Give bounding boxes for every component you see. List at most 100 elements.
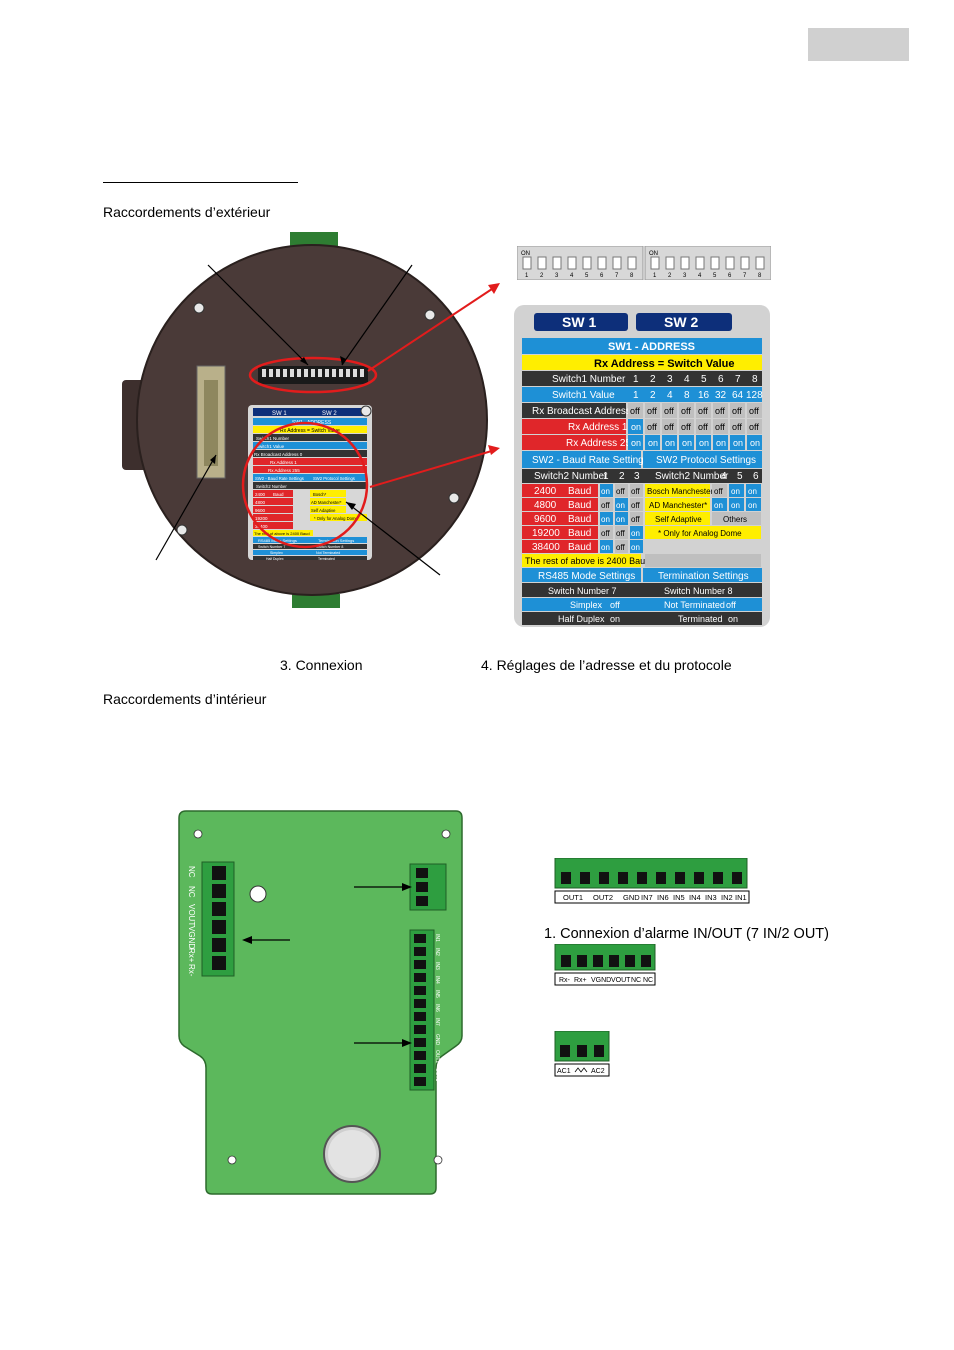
alarm-label-in7: IN7 [641, 893, 653, 902]
svg-text:19200: 19200 [532, 528, 560, 539]
mini-baud-4800: 4800 [255, 500, 266, 505]
dip-highlight-ellipse [248, 356, 378, 394]
svg-text:off: off [631, 501, 641, 510]
table-row-rx255-label: Rx Address 255 [566, 438, 637, 449]
alarm-caption: 1. Connexion d’alarme IN/OUT (7 IN/2 OUT… [544, 926, 829, 942]
screws [176, 302, 460, 536]
svg-text:off: off [631, 487, 641, 496]
pcb-right-label-2: IN2 [434, 948, 440, 956]
video-label-nc1: NC [631, 977, 641, 984]
mini-rest: The rest of above is 2400 Baud [254, 531, 310, 536]
interior-title: Raccordements d’intérieur [103, 691, 267, 707]
mini-switch1-number: Switch1 Number [256, 436, 290, 441]
svg-text:off: off [698, 406, 708, 416]
mini-sw1: SW 1 [272, 411, 287, 417]
svg-text:Bosch Manchester*: Bosch Manchester* [647, 487, 716, 496]
dip-on-label-1: ON [521, 251, 530, 257]
svg-text:3: 3 [667, 374, 673, 385]
dip-num-6: 6 [600, 273, 604, 279]
pcb-left-label-rxminus: Rx- [187, 964, 196, 977]
mini-rx-formula: Rx Address = Switch Value [280, 428, 340, 434]
svg-text:off: off [681, 422, 691, 432]
alarm-label-in4: IN4 [689, 893, 701, 902]
dip-num-7: 7 [615, 273, 619, 279]
dip2-num-8: 8 [758, 273, 762, 279]
svg-text:38400: 38400 [532, 542, 560, 553]
svg-text:on: on [648, 438, 658, 448]
pcb-right-label-5: IN5 [434, 990, 440, 998]
svg-text:on: on [750, 438, 760, 448]
svg-text:1: 1 [603, 471, 609, 482]
table-protocol-title: SW2 Protocol Settings [656, 455, 756, 466]
table-terminated: Terminated [678, 614, 723, 624]
mini-simplex: Simplex [270, 551, 283, 555]
svg-text:on: on [733, 438, 743, 448]
svg-text:on: on [748, 501, 757, 510]
svg-text:16: 16 [698, 390, 710, 401]
mini-baud-rows: 2400 4800 9600 19200 38400 Baud [253, 490, 293, 529]
mini-baud-title: SW2 - Baud Rate Settings [255, 476, 304, 481]
alarm-label-in5: IN5 [673, 893, 685, 902]
svg-text:4800: 4800 [534, 500, 557, 511]
alarm-label-gnd: GND [623, 893, 640, 902]
svg-text:4: 4 [721, 471, 727, 482]
svg-text:8: 8 [684, 390, 690, 401]
svg-text:on: on [699, 438, 709, 448]
ground-icon [574, 1067, 588, 1073]
pcb-right-label-6: IN6 [434, 1004, 440, 1012]
dip-num-4: 4 [570, 273, 574, 279]
svg-text:on: on [682, 438, 692, 448]
svg-text:1: 1 [633, 374, 639, 385]
table-baud-title: SW2 - Baud Rate Settings [532, 455, 649, 466]
pcb-right-label-3: IN3 [434, 962, 440, 970]
table-sw2: SW 2 [664, 314, 698, 330]
alarm-label-in1: IN1 [735, 893, 747, 902]
table-rx-formula: Rx Address = Switch Value [594, 358, 735, 370]
svg-text:off: off [616, 543, 626, 552]
svg-text:Baud: Baud [568, 528, 591, 539]
mini-switch2-number: Switch2 Number [256, 484, 287, 489]
pcb-outline [178, 810, 463, 1195]
svg-text:5: 5 [701, 374, 707, 385]
mini-protocol-title: SW2 Protocol Settings [313, 476, 355, 481]
table-sw1: SW 1 [562, 314, 596, 330]
svg-text:2: 2 [650, 390, 656, 401]
table-others: Others [723, 515, 747, 524]
dip-on-label-2: ON [649, 251, 658, 257]
table-not-terminated-val: off [726, 600, 736, 610]
svg-text:on: on [748, 487, 757, 496]
pointer-lines [155, 264, 441, 576]
dip-num-3: 3 [555, 273, 559, 279]
svg-text:off: off [715, 406, 725, 416]
table-switch2-number-right: Switch2 Number [655, 471, 729, 482]
header-gray-tab [808, 28, 909, 61]
table-terminated-val: on [728, 614, 738, 624]
alarm-label-out2: OUT2 [593, 893, 613, 902]
svg-text:on: on [731, 501, 740, 510]
svg-text:off: off [664, 422, 674, 432]
table-switch2-number-left: Switch2 Number [534, 471, 608, 482]
table-not-terminated: Not Terminated [664, 600, 725, 610]
dip2-num-3: 3 [683, 273, 687, 279]
svg-text:2: 2 [650, 374, 656, 385]
video-label-vout: VOUT [611, 977, 631, 984]
pcb-left-label-nc1: NC [187, 866, 196, 878]
alarm-label-out1: OUT1 [563, 893, 583, 902]
svg-text:on: on [631, 529, 640, 538]
mini-termination: Termination Settings [318, 538, 354, 543]
svg-text:off: off [698, 422, 708, 432]
svg-text:off: off [631, 515, 641, 524]
svg-text:on: on [731, 487, 740, 496]
dip-num-5: 5 [585, 273, 589, 279]
pcb-right-label-7: IN7 [434, 1018, 440, 1026]
dip-num-2: 2 [540, 273, 544, 279]
mini-half-duplex: Half Duplex [266, 557, 284, 561]
table-highlight-circle [241, 421, 369, 549]
mini-bosch: Bosch* [313, 492, 327, 497]
table-rs485-title: RS485 Mode Settings [538, 571, 635, 582]
svg-text:off: off [647, 422, 657, 432]
mini-rx1: Rx Address 1 [270, 460, 297, 465]
pcb-arrows [250, 886, 406, 1044]
